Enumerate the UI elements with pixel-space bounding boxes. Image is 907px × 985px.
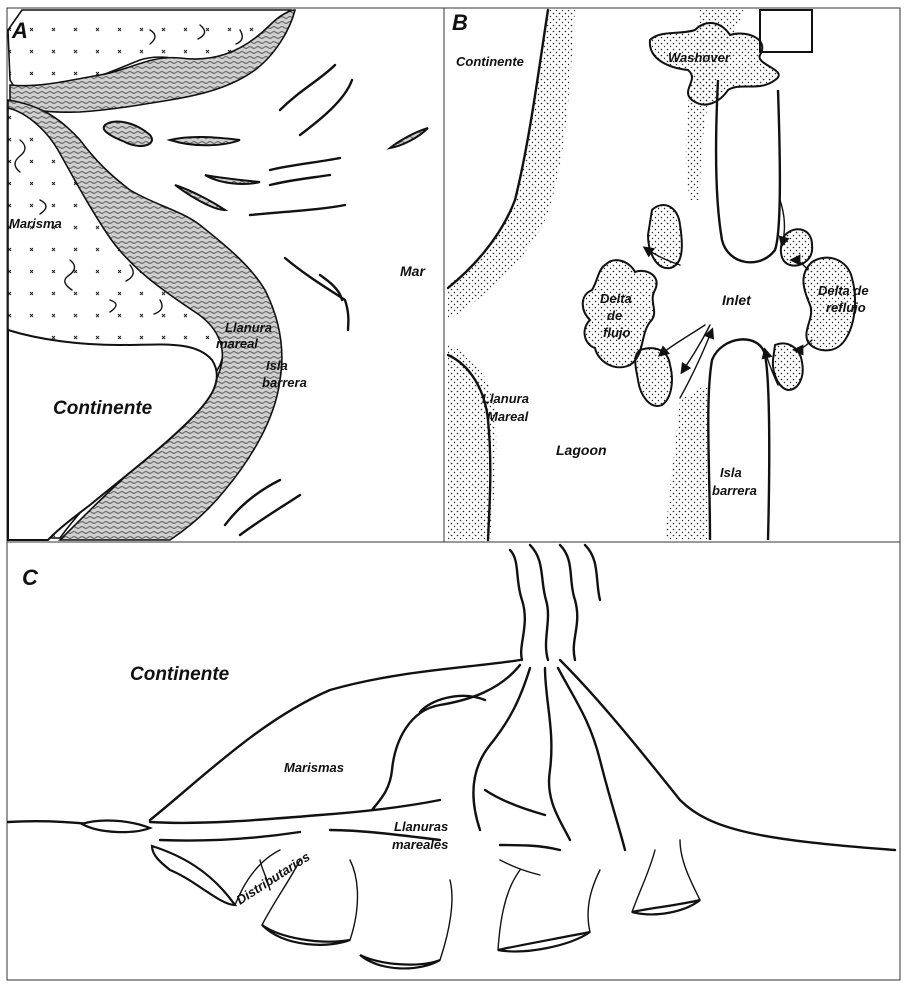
label-continente-a: Continente (53, 398, 153, 419)
panel-a-letter: A (11, 18, 28, 43)
label-distributarios: Distributarios (233, 849, 312, 908)
barrier-islands (104, 122, 428, 210)
label-isla-a-2: barrera (262, 375, 307, 390)
label-isla-b-1: Isla (720, 465, 742, 480)
distributaries (150, 665, 625, 850)
coast-left (8, 821, 90, 824)
label-llanura-a-1: Llanura (225, 320, 272, 335)
label-isla-a-1: Isla (266, 358, 288, 373)
panel-c-letter: C (22, 565, 39, 590)
label-delta-flujo-2: de (607, 308, 622, 323)
panel-c: C Continente Marismas Llanuras mareales … (7, 542, 900, 980)
label-continente-b: Continente (456, 54, 524, 69)
delta-outline-right (560, 660, 895, 850)
label-delta-reflujo-1: Delta de (818, 283, 869, 298)
river-channel (510, 545, 600, 660)
label-llanura-a-2: mareal (216, 336, 258, 351)
label-llanura-b-1: Llanura (482, 391, 529, 406)
label-llanura-b-2: Mareal (487, 409, 529, 424)
label-delta-flujo-1: Delta (600, 291, 632, 306)
label-continente-c: Continente (130, 664, 230, 685)
label-washover: Washover (668, 50, 731, 65)
label-delta-reflujo-2: reflujo (826, 300, 866, 315)
label-marisma: Marisma (9, 216, 62, 231)
label-marismas: Marismas (284, 760, 344, 775)
label-lagoon: Lagoon (556, 442, 607, 458)
label-mar: Mar (400, 263, 426, 279)
panel-b-letter: B (452, 10, 468, 35)
label-inlet: Inlet (722, 292, 752, 308)
panel-b: B Continente Washover Delta de flujo Inl… (444, 8, 900, 542)
barrier-top-box (760, 10, 812, 52)
barrier-island-upper (716, 80, 780, 262)
delta-lobes (82, 821, 700, 969)
panel-c-frame (7, 542, 900, 980)
label-llanuras-2: mareales (392, 837, 448, 852)
barrier-island-lower (708, 339, 769, 540)
flood-delta (583, 205, 682, 406)
label-isla-b-2: barrera (712, 483, 757, 498)
panel-a: A Marisma Mar Llanura mareal Isla barrer… (7, 8, 444, 542)
label-llanuras-1: Llanuras (394, 819, 448, 834)
label-delta-flujo-3: flujo (603, 325, 630, 340)
